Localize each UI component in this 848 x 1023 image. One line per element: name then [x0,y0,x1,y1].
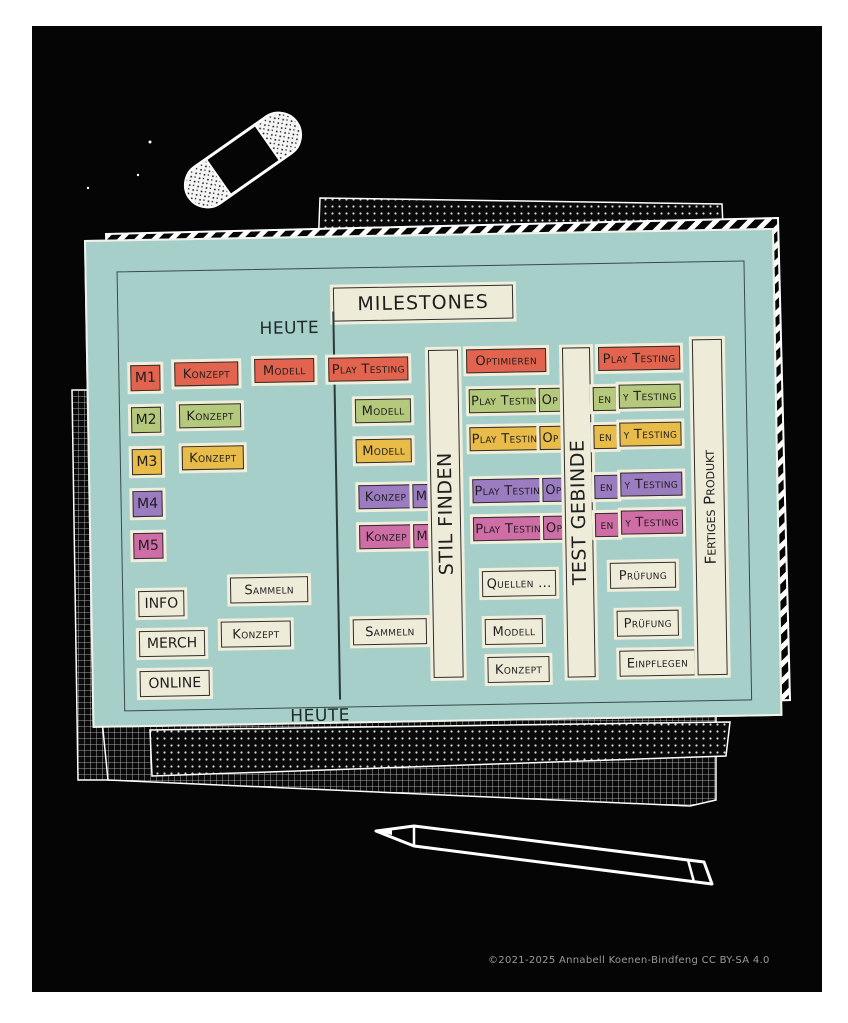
col2-quellen-card: Quellen ... [481,569,557,598]
milestone-m5: M5 [133,532,164,560]
col1-konzept-purple-card: Konzep [358,484,413,510]
info-sammeln-card: Sammeln [229,576,309,604]
col3-ytesting-green-card: y Testing [618,383,682,409]
col1-modell-yellow-card: Modell [355,438,412,464]
milestone-m4: M4 [132,490,163,518]
merch-label: MERCH [138,629,206,658]
col3-en-yellow-card: en [593,424,618,450]
planning-board: MILESTONES HEUTE HEUTE M1 M2 M3 M4 M5 IN… [84,227,783,728]
col3-pruefung-card-1: Prüfung [609,561,677,589]
col3-en-purple-card: en [594,474,619,500]
stil-finden-label: STIL FINDEN [433,452,458,576]
col3-ytesting-yellow-card: y Testing [619,421,682,447]
col2-op-pink-card: Op [542,515,566,541]
col1-sammeln-card: Sammeln [352,618,428,646]
col1-playtesting-card: Play Testing [328,356,409,382]
milestone-m2: M2 [130,406,162,434]
info-label: INFO [138,590,185,618]
col2-playtesting-green-card: Play Testin [468,388,540,414]
col2-playtesting-pink-card: Play Testin [472,516,544,542]
copyright-credit: ©2021-2025 Annabell Koenen-Bindfeng CC B… [488,955,770,966]
col3-en-pink-card: en [594,512,620,538]
m2-konzept-card: Konzept [178,403,242,429]
col2-op-purple-card: Op [542,477,565,503]
col3-ytesting-pink-card: y Testing [620,509,684,535]
test-gebinde-label: TEST GEBINDE [566,439,592,586]
col1-konzept-pink-card: Konzep [359,524,414,550]
col1-modell-green-card: Modell [354,398,412,424]
col3-playtesting-red-card: Play Testing [597,345,681,372]
col2-playtesting-purple-card: Play Testin [472,478,543,504]
col3-pruefung-card-2: Prüfung [616,609,679,637]
merch-konzept-card: Konzept [220,620,292,648]
col2-op-yellow-card: Op [539,425,562,451]
col1-m-pink-card: M [413,523,432,549]
col2-playtesting-yellow-card: Play Testin [469,426,540,452]
col1-m-purple-card: M [412,483,431,509]
today-label-bottom: HEUTE [290,705,351,727]
col3-einpflegen-card: Einpflegen [619,649,696,677]
eraser-icon [184,111,302,209]
col2-konzept-card: Konzept [487,655,550,684]
pencil-icon [374,824,714,886]
milestone-m3: M3 [131,448,163,476]
m1-konzept-card: Konzept [174,361,239,387]
m1-modell-card: Modell [254,358,315,384]
col2-modell-card: Modell [484,618,544,646]
col2-op-green-card: Op [538,387,562,413]
stil-finden-column: STIL FINDEN [427,349,464,678]
col2-optimieren-card: Optimieren [465,347,547,374]
milestone-m1: M1 [130,364,161,392]
milestones-title: MILESTONES [332,284,514,322]
fertiges-produkt-column: Fertiges Produkt [691,338,728,676]
col3-ytesting-purple-card: y Testing [620,471,683,497]
online-label: ONLINE [139,669,210,698]
m3-konzept-card: Konzept [181,445,245,471]
col3-en-green-card: en [592,386,618,412]
fertiges-produkt-label: Fertiges Produkt [699,449,720,565]
today-label-top: HEUTE [259,317,320,339]
test-gebinde-column: TEST GEBINDE [561,347,596,678]
